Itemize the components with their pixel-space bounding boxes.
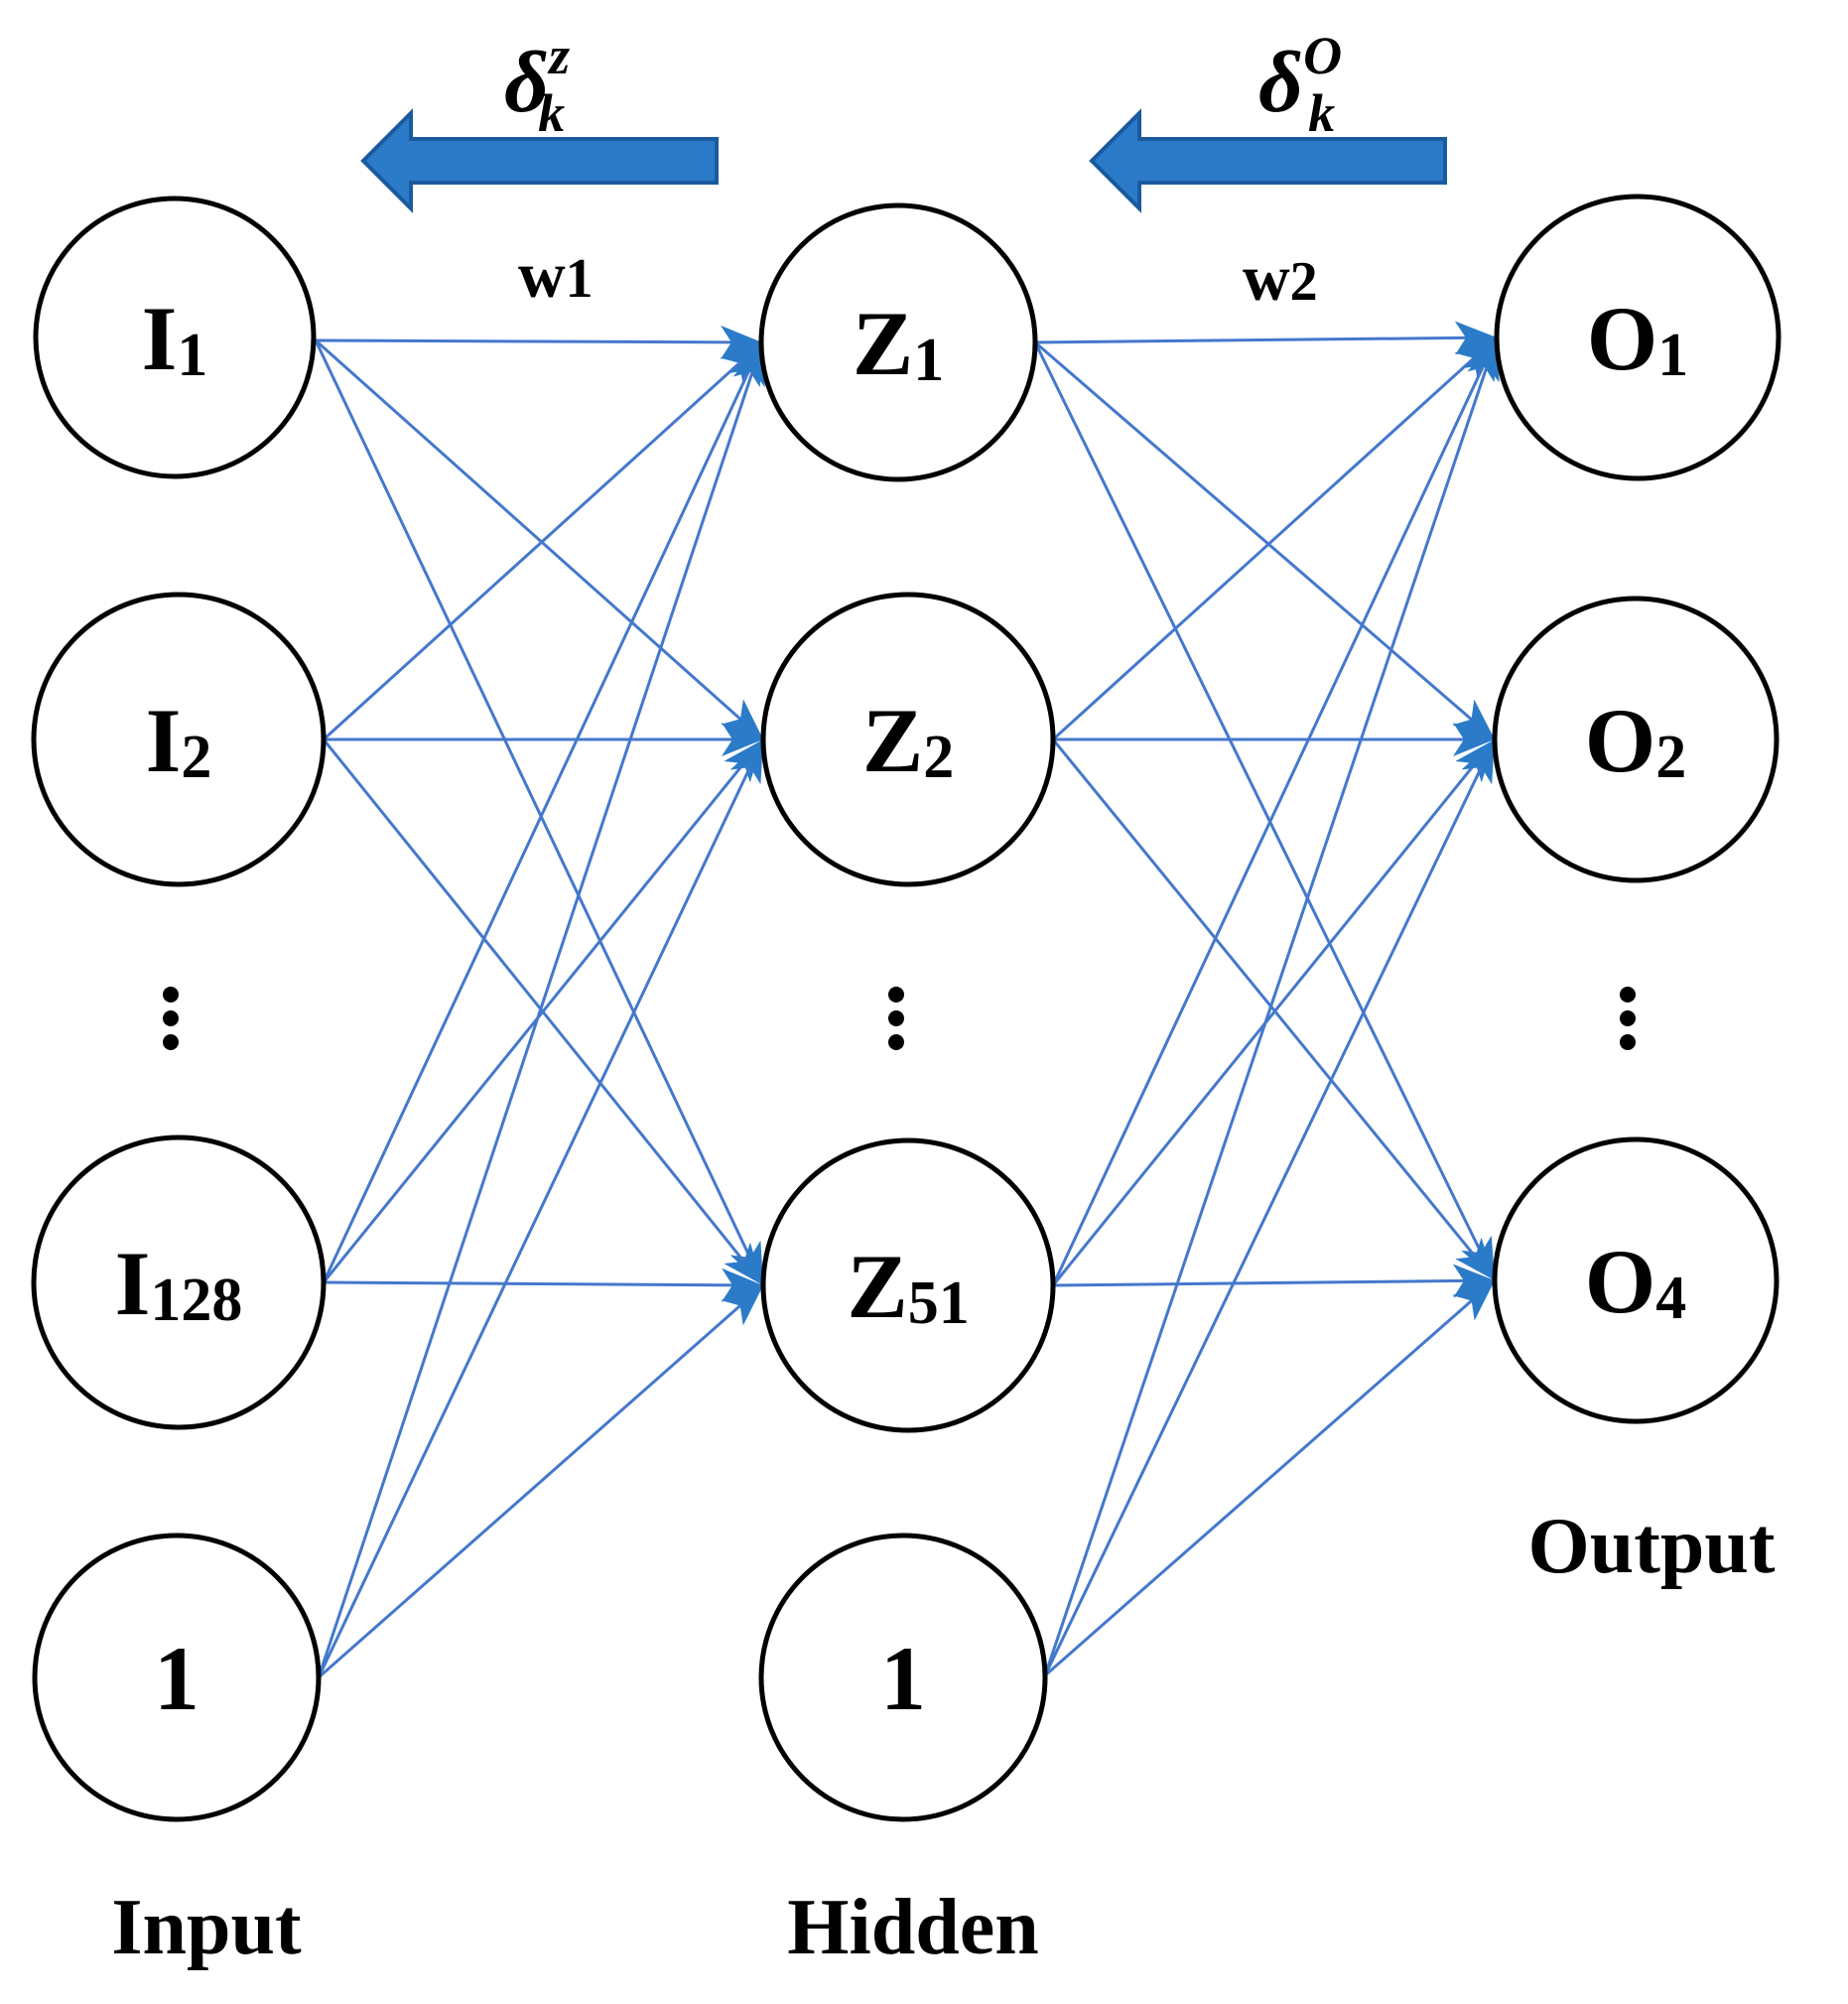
edge: [1051, 336, 1499, 1286]
output-ellipsis: [1620, 987, 1636, 1050]
input-layer-label: Input: [111, 1884, 302, 1971]
node-i128-label: I128: [115, 1233, 243, 1334]
edge: [314, 339, 765, 1286]
weight-w1-label: w1: [518, 239, 594, 312]
node-i1-label: I1: [142, 288, 208, 389]
edge: [1034, 321, 1498, 355]
edge: [1034, 340, 1496, 741]
hidden-layer-label: Hidden: [787, 1884, 1038, 1971]
node-o1: [1494, 194, 1782, 481]
edge: [315, 338, 764, 741]
edge: [1043, 336, 1500, 1676]
edge: [1052, 1264, 1496, 1298]
hidden-layer: Z1 Z2 Z51 1 Hidden: [758, 202, 1056, 1971]
node-o2: [1492, 596, 1780, 883]
node-i1: [33, 196, 317, 479]
node-o4: [1492, 1136, 1780, 1424]
input-layer: I1 I2 I128 1 Input: [31, 196, 327, 1971]
edge: [1051, 335, 1499, 741]
node-input-bias-label: 1: [154, 1628, 199, 1729]
output-layer: O1 O2 O4 Output: [1492, 194, 1782, 1590]
edge: [317, 341, 765, 1678]
backprop-arrow-hidden: [360, 108, 719, 213]
edge: [1044, 1278, 1496, 1677]
node-hidden-bias-label: 1: [880, 1628, 926, 1729]
input-ellipsis: [163, 987, 179, 1050]
node-i2-label: I2: [146, 690, 212, 791]
hidden-ellipsis: [888, 987, 904, 1050]
edge: [1033, 341, 1497, 1281]
output-layer-label: Output: [1528, 1503, 1776, 1590]
edge: [322, 340, 764, 741]
node-z2: [760, 592, 1056, 887]
edge: [317, 738, 765, 1678]
edge: [323, 1268, 764, 1302]
node-o1-label: O1: [1587, 288, 1689, 389]
edge: [318, 1283, 764, 1679]
edges-input-to-hidden: [314, 325, 765, 1679]
node-z51: [760, 1137, 1056, 1433]
node-i128: [31, 1135, 327, 1430]
node-z1-label: Z1: [853, 293, 944, 394]
edge: [322, 341, 764, 1283]
edge: [1043, 738, 1497, 1676]
edge: [1051, 738, 1497, 1281]
backprop-arrow-output: [1089, 108, 1447, 213]
node-i2: [31, 592, 327, 887]
node-o2-label: O2: [1585, 690, 1687, 791]
edges-hidden-to-output: [1033, 321, 1500, 1677]
weight-w2-label: w2: [1243, 242, 1318, 315]
node-o4-label: O4: [1585, 1231, 1687, 1332]
node-z1: [758, 202, 1038, 482]
node-z51-label: Z51: [847, 1236, 969, 1337]
node-hidden-bias: [758, 1533, 1048, 1822]
node-z2-label: Z2: [862, 690, 954, 791]
edge: [1051, 738, 1497, 1286]
node-input-bias: [32, 1533, 322, 1822]
edge: [322, 738, 765, 1283]
edge: [315, 325, 763, 359]
